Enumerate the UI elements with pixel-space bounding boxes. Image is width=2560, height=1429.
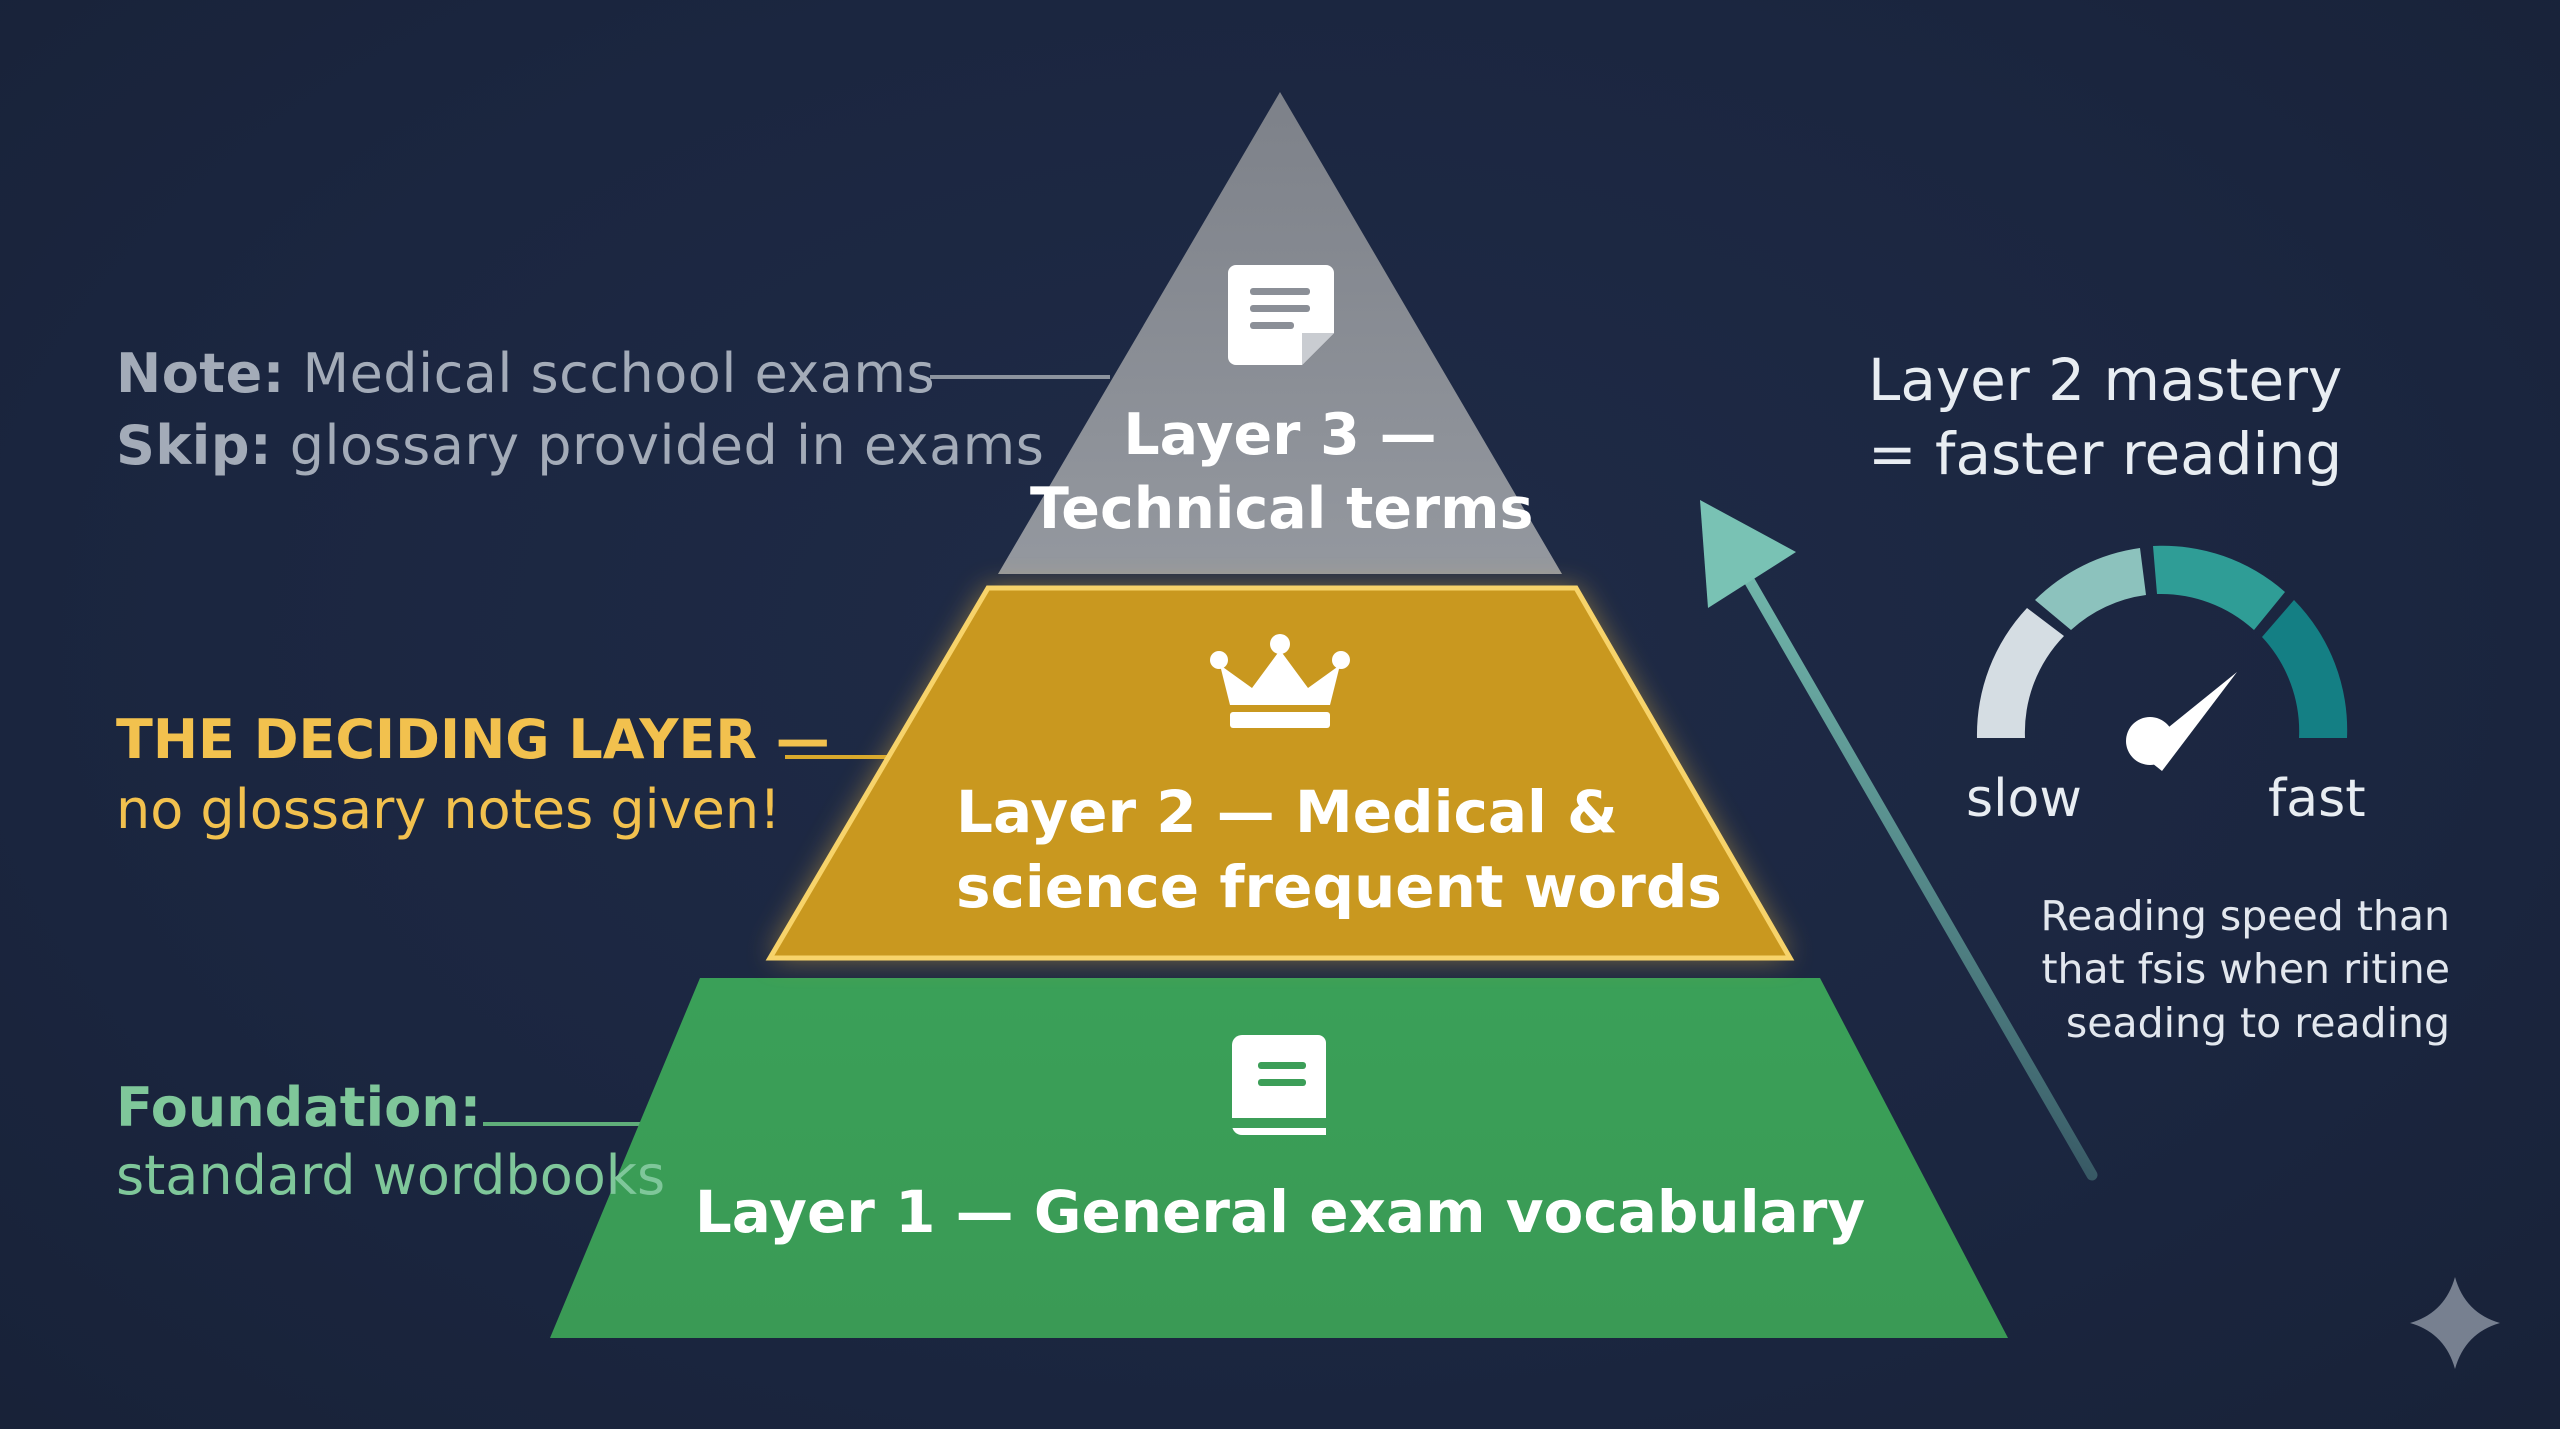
skip-key: Skip: xyxy=(116,414,273,477)
layer2-label-line1: Layer 2 — Medical & xyxy=(956,778,1618,846)
layer1-shape xyxy=(550,978,2008,1338)
note-key: Note: xyxy=(116,342,285,405)
layer1-label: Layer 1 — General exam vocabulary xyxy=(694,1178,1866,1246)
rising-arrow xyxy=(1700,500,2098,1181)
layer2-shape xyxy=(765,585,1795,961)
mastery-title-line1: Layer 2 mastery xyxy=(1868,346,2343,414)
speed-desc-line3: seading to reading xyxy=(2065,998,2450,1047)
layer3-note-line: Note: Medical scchool exams xyxy=(116,342,935,407)
gauge-segment-1 xyxy=(1976,608,2064,738)
foundation-title: Foundation: xyxy=(116,1076,482,1139)
document-icon xyxy=(1228,265,1334,365)
crown-icon xyxy=(1210,634,1350,728)
layer2-label: Layer 2 — Medical & science frequent wor… xyxy=(880,775,1722,926)
speed-desc-line2: that fsis when ritine xyxy=(2041,945,2450,994)
gauge-segment-2 xyxy=(2035,548,2146,630)
book-icon xyxy=(1232,1035,1326,1135)
layer3-skip-line: Skip: glossary provided in exams xyxy=(116,414,1044,479)
layer3-label: Layer 3 — Technical terms xyxy=(1030,398,1534,546)
gauge-segment-4 xyxy=(2262,600,2348,738)
deciding-layer-title: THE DECIDING LAYER — xyxy=(116,708,830,771)
foundation-subtitle: standard wordbooks xyxy=(116,1144,666,1207)
note-text: Medical scchool exams xyxy=(284,342,936,405)
mastery-title-line2: = faster reading xyxy=(1868,420,2343,488)
layer2-label-line2: science frequent words xyxy=(956,853,1722,922)
skip-text: glossary provided in exams xyxy=(272,414,1045,477)
speed-gauge xyxy=(1976,545,2348,771)
sparkle-icon xyxy=(2410,1277,2500,1369)
gauge-segment-3 xyxy=(2153,545,2285,630)
speed-desc-line1: Reading speed than xyxy=(2040,892,2450,940)
gauge-fast-label: fast xyxy=(2268,769,2366,829)
gauge-needle xyxy=(2126,672,2237,771)
reading-speed-description: Reading speed than that fsis when ritine… xyxy=(2040,890,2450,1050)
layer3-label-line1: Layer 3 — xyxy=(1123,402,1437,468)
gauge-slow-label: slow xyxy=(1966,769,2082,829)
deciding-layer-subtitle: no glossary notes given! xyxy=(116,778,781,841)
layer3-label-line2: Technical terms xyxy=(1030,476,1534,543)
